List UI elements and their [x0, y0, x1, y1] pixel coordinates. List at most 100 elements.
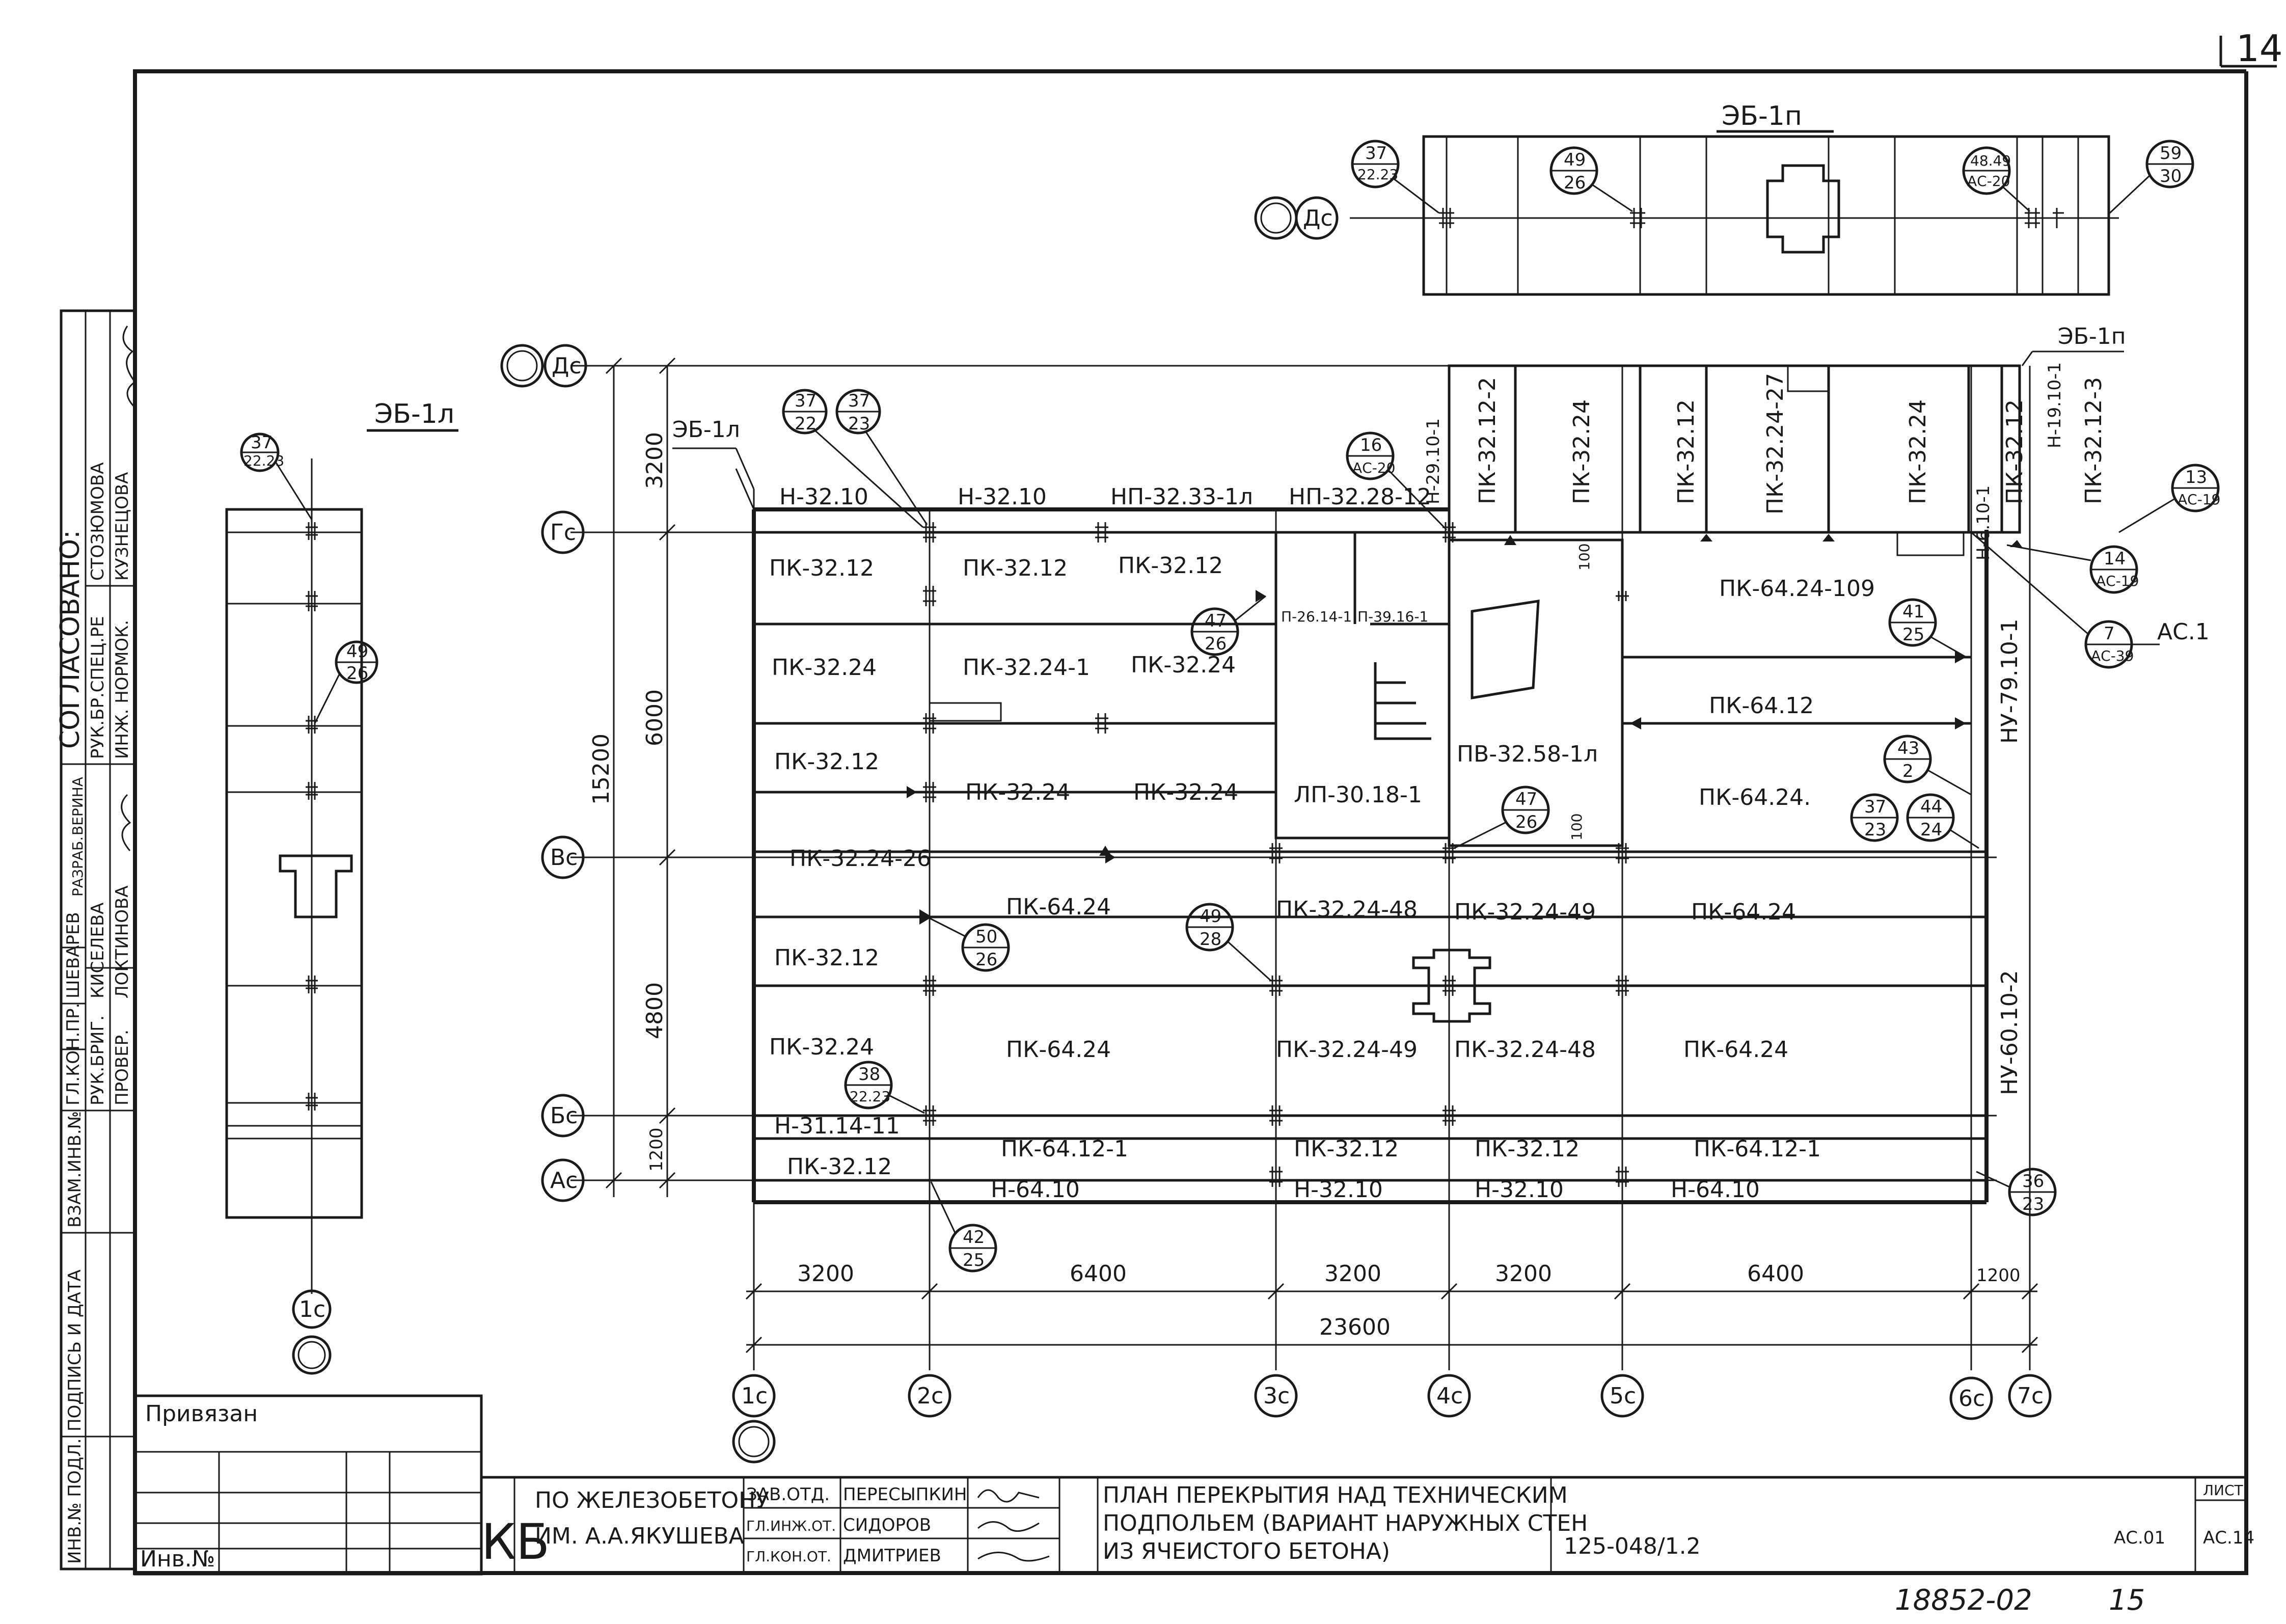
callout-14-ac19: 14 АС-19	[2006, 544, 2139, 594]
inv-label: Инв.№	[140, 1546, 215, 1572]
signature-mark	[977, 1521, 1040, 1532]
svg-text:37: 37	[848, 391, 870, 411]
signature-mark	[122, 326, 137, 409]
svg-text:1с: 1с	[741, 1383, 768, 1409]
slab-r6b: ПК-64.24	[1006, 1037, 1111, 1063]
dim-100-a: 100	[1576, 544, 1593, 571]
svg-text:2: 2	[1902, 761, 1914, 781]
annex-label: ЭБ-1п	[2058, 323, 2126, 349]
slab-pk6412: ПК-64.12	[1709, 693, 1814, 719]
slab-r2b: ПК-32.24-1	[963, 655, 1090, 681]
svg-text:30: 30	[2160, 166, 2182, 186]
slab-r2c: ПК-32.24	[1131, 652, 1236, 678]
slab-r5a: ПК-32.12	[774, 945, 879, 971]
dim-bottom-6: 1200	[1976, 1265, 2021, 1286]
slab-r4d: ПК-32.24-49	[1454, 899, 1596, 925]
callout-47-26-a: 47 26	[1190, 595, 1266, 656]
doc-number: 18852-02	[1895, 1584, 2032, 1617]
stamp-agreed-role-1: РУК.БР.СПЕЦ.РЕ	[88, 616, 108, 759]
svg-text:Бс: Бс	[550, 1103, 578, 1129]
svg-text:44: 44	[1920, 797, 1942, 817]
top-callout-2: 49 26	[1549, 146, 1633, 212]
svg-text:49: 49	[1200, 906, 1221, 927]
annex-label-5: ПК-32.24	[1905, 399, 1931, 504]
slab-p3916: П-39.16-1	[1357, 608, 1428, 625]
left-callout-top: 37	[251, 432, 273, 453]
stamp-agreed-name-1: СТОЗЮМОВА	[88, 463, 108, 581]
svg-text:41: 41	[1902, 602, 1924, 622]
dim-left-3: 4800	[642, 982, 668, 1039]
svg-text:59: 59	[2160, 143, 2182, 164]
annex-label-2: ПК-32.24	[1569, 399, 1595, 504]
svg-text:24: 24	[1920, 820, 1942, 840]
col-axis-1c: 1с	[732, 1374, 776, 1464]
svg-text:48.49: 48.49	[1970, 152, 2011, 169]
left-side-stamp: СОГЛАСОВАНО: РУК.БР.СПЕЦ.РЕ СТОЗЮМОВА ИН…	[55, 309, 137, 1571]
row-axis-vc: Вс	[541, 835, 585, 879]
svg-text:36: 36	[2022, 1171, 2044, 1192]
slab-r6e: ПК-64.24	[1683, 1037, 1788, 1063]
title-line-3: ИЗ ЯЧЕИСТОГО БЕТОНА)	[1103, 1538, 1390, 1564]
label-np-32-28: НП-32.28-12	[1289, 484, 1431, 510]
callout-44-24: 44 24	[1906, 793, 1979, 849]
slab-lp: ЛП-30.18-1	[1294, 782, 1422, 808]
svg-text:25: 25	[1902, 625, 1924, 645]
callout-43-2: 43 2	[1883, 735, 1972, 796]
slab-pk64109: ПК-64.24-109	[1719, 576, 1875, 602]
stamp-field-vzam: ВЗАМ.ИНВ.№	[65, 1111, 85, 1228]
left-wall-view: ЭБ-1л 37 22.23 49 26	[225, 399, 458, 1375]
svg-text:23: 23	[2022, 1194, 2044, 1214]
slab-r7b: ПК-64.12-1	[1001, 1136, 1128, 1162]
slab-r2a: ПК-32.24	[772, 655, 877, 681]
callout-36-23: 36 23	[1976, 1168, 2057, 1216]
slab-r7a: ПК-32.12	[787, 1154, 892, 1180]
inner-left-wall-label: ЭБ-1л	[672, 417, 740, 443]
beam-b3: Н-32.10	[1475, 1177, 1564, 1203]
col-axis-6c: 6с	[1949, 1376, 1993, 1420]
title-line-2: ПОДПОЛЬЕМ (ВАРИАНТ НАРУЖНЫХ СТЕН	[1103, 1510, 1588, 1536]
top-view-axis: Дс	[1303, 205, 1333, 231]
svg-text:АС-20: АС-20	[1352, 459, 1395, 476]
beam-b2: Н-32.10	[1294, 1177, 1383, 1203]
dim-bottom-3: 3200	[1324, 1261, 1381, 1287]
stamp-field-sign: ПОДПИСЬ И ДАТА	[65, 1269, 85, 1431]
dim-left-1: 3200	[642, 432, 668, 489]
beam-b4: Н-64.10	[1671, 1177, 1760, 1203]
callout-13-ac19: 13 АС-19	[2118, 464, 2220, 533]
svg-text:37: 37	[795, 391, 817, 411]
org-line-1: ПО ЖЕЛЕЗОБЕТОНУ	[535, 1487, 769, 1513]
slab-r1a: ПК-32.12	[769, 555, 874, 581]
svg-text:14: 14	[2104, 549, 2126, 569]
annex-label-7: Н-6.10-1	[1973, 485, 1994, 560]
svg-text:Дс: Дс	[552, 353, 582, 379]
col-axis-4c: 4с	[1427, 1374, 1471, 1418]
slab-r4e: ПК-64.24	[1691, 899, 1796, 925]
slab-ny2: НУ-60.10-2	[1997, 970, 2023, 1095]
dim-left-4: 1200	[646, 1127, 667, 1172]
svg-text:50: 50	[975, 927, 997, 947]
slab-r3a: ПК-32.12	[774, 749, 879, 775]
left-view-title: ЭБ-1л	[374, 399, 454, 429]
svg-text:43: 43	[1897, 738, 1919, 759]
svg-text:47: 47	[1205, 611, 1227, 631]
top-callout-4: 59 30	[2108, 140, 2194, 215]
top-callout-1: 37 22.23	[1351, 140, 1439, 214]
label-np-32-33: НП-32.33-1л	[1110, 484, 1253, 510]
svg-text:23: 23	[1864, 820, 1886, 840]
slab-r1c: ПК-32.12	[1118, 553, 1223, 579]
col-axis-3c: 3с	[1254, 1374, 1298, 1418]
privyazan-label: Привязан	[145, 1401, 258, 1427]
beam-b1: Н-64.10	[991, 1177, 1080, 1203]
row-axis-gc: Гс	[541, 510, 585, 554]
main-plan: ЭБ-1л ЭБ-1п	[500, 323, 2220, 1464]
svg-text:37: 37	[1365, 143, 1387, 164]
slab-r6d: ПК-32.24-48	[1454, 1037, 1596, 1063]
slab-r7c: ПК-32.12	[1294, 1136, 1399, 1162]
dim-bottom-2: 6400	[1070, 1261, 1127, 1287]
dim-left-total: 15200	[588, 734, 614, 805]
tb-name-2: СИДОРОВ	[843, 1515, 931, 1535]
svg-text:22.23: 22.23	[1357, 166, 1398, 183]
slab-r4a: ПК-32.24-26	[790, 846, 931, 872]
page-number-area: 14	[2219, 27, 2283, 70]
